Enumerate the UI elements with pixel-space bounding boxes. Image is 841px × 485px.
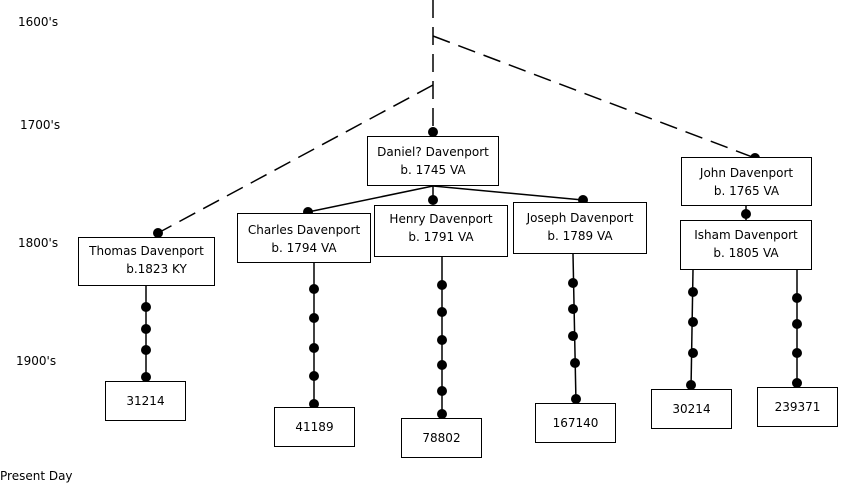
- dashed-line-to-john: [432, 35, 756, 159]
- person-box-isham: Isham Davenport b. 1805 VA: [680, 220, 812, 270]
- generation-dot: [141, 345, 151, 355]
- generation-dot: [309, 343, 319, 353]
- era-label-1700s: 1700's: [20, 118, 61, 132]
- node-dot: [153, 228, 163, 238]
- generation-dot: [568, 331, 578, 341]
- person-name: Charles Davenport: [247, 223, 361, 237]
- person-box-charles: Charles Davenport b. 1794 VA: [237, 213, 371, 263]
- person-birth: b. 1789 VA: [547, 229, 613, 243]
- generation-dot: [688, 287, 698, 297]
- generation-dot: [792, 319, 802, 329]
- person-name: Joseph Davenport: [526, 211, 634, 225]
- generation-dot: [792, 378, 802, 388]
- generation-dot: [570, 358, 580, 368]
- person-birth: b. 1794 VA: [271, 241, 337, 255]
- generation-dot: [568, 304, 578, 314]
- kit-box-joseph: 167140: [535, 403, 616, 443]
- line-daniel-to-joseph: [432, 185, 584, 201]
- generation-dot: [437, 409, 447, 419]
- era-label-1600s: 1600's: [18, 15, 59, 29]
- kit-box-charles: 41189: [274, 407, 355, 447]
- node-dot: [741, 209, 751, 219]
- person-name: Thomas Davenport: [89, 244, 204, 258]
- person-birth: b.1823 KY: [126, 262, 187, 276]
- generation-dot: [141, 324, 151, 334]
- generation-dot: [571, 394, 581, 404]
- era-label-present-day: Present Day: [0, 469, 73, 483]
- person-box-henry: Henry Davenport b. 1791 VA: [374, 205, 508, 257]
- node-dot: [428, 127, 438, 137]
- generation-dot: [437, 335, 447, 345]
- generation-dot: [437, 280, 447, 290]
- generation-dot: [686, 380, 696, 390]
- generation-dot: [309, 313, 319, 323]
- line-daniel-to-charles: [307, 185, 434, 213]
- generation-dot: [688, 317, 698, 327]
- generation-dot: [792, 293, 802, 303]
- kit-box-isham-b: 239371: [757, 387, 838, 427]
- person-birth: b. 1805 VA: [713, 246, 779, 260]
- generation-dot: [792, 348, 802, 358]
- era-label-1900s: 1900's: [16, 354, 57, 368]
- generation-dot: [309, 371, 319, 381]
- generation-dot: [309, 399, 319, 409]
- person-birth: b. 1791 VA: [408, 230, 474, 244]
- person-name: Daniel? Davenport: [377, 145, 489, 159]
- generation-dot: [688, 348, 698, 358]
- dashed-line-to-thomas: [157, 84, 434, 234]
- kit-box-henry: 78802: [401, 418, 482, 458]
- person-name: Henry Davenport: [389, 212, 493, 226]
- node-dot: [428, 195, 438, 205]
- person-box-john: John Davenport b. 1765 VA: [681, 157, 812, 206]
- line-joseph-descendants: [572, 253, 577, 404]
- kit-box-isham-a: 30214: [651, 389, 732, 429]
- generation-dot: [309, 284, 319, 294]
- person-birth: b. 1745 VA: [400, 163, 466, 177]
- generation-dot: [437, 307, 447, 317]
- person-box-daniel: Daniel? Davenport b. 1745 VA: [367, 136, 499, 186]
- era-label-1800s: 1800's: [18, 236, 59, 250]
- generation-dot: [141, 302, 151, 312]
- generation-dot: [437, 360, 447, 370]
- generation-dot: [437, 386, 447, 396]
- generation-dot: [568, 278, 578, 288]
- person-name: Isham Davenport: [694, 228, 798, 242]
- person-box-thomas: Thomas Davenport b.1823 KY: [78, 237, 215, 286]
- kit-box-thomas: 31214: [105, 381, 186, 421]
- generation-dot: [141, 372, 151, 382]
- person-name: John Davenport: [699, 166, 794, 180]
- person-box-joseph: Joseph Davenport b. 1789 VA: [513, 202, 647, 254]
- person-birth: b. 1765 VA: [713, 184, 780, 198]
